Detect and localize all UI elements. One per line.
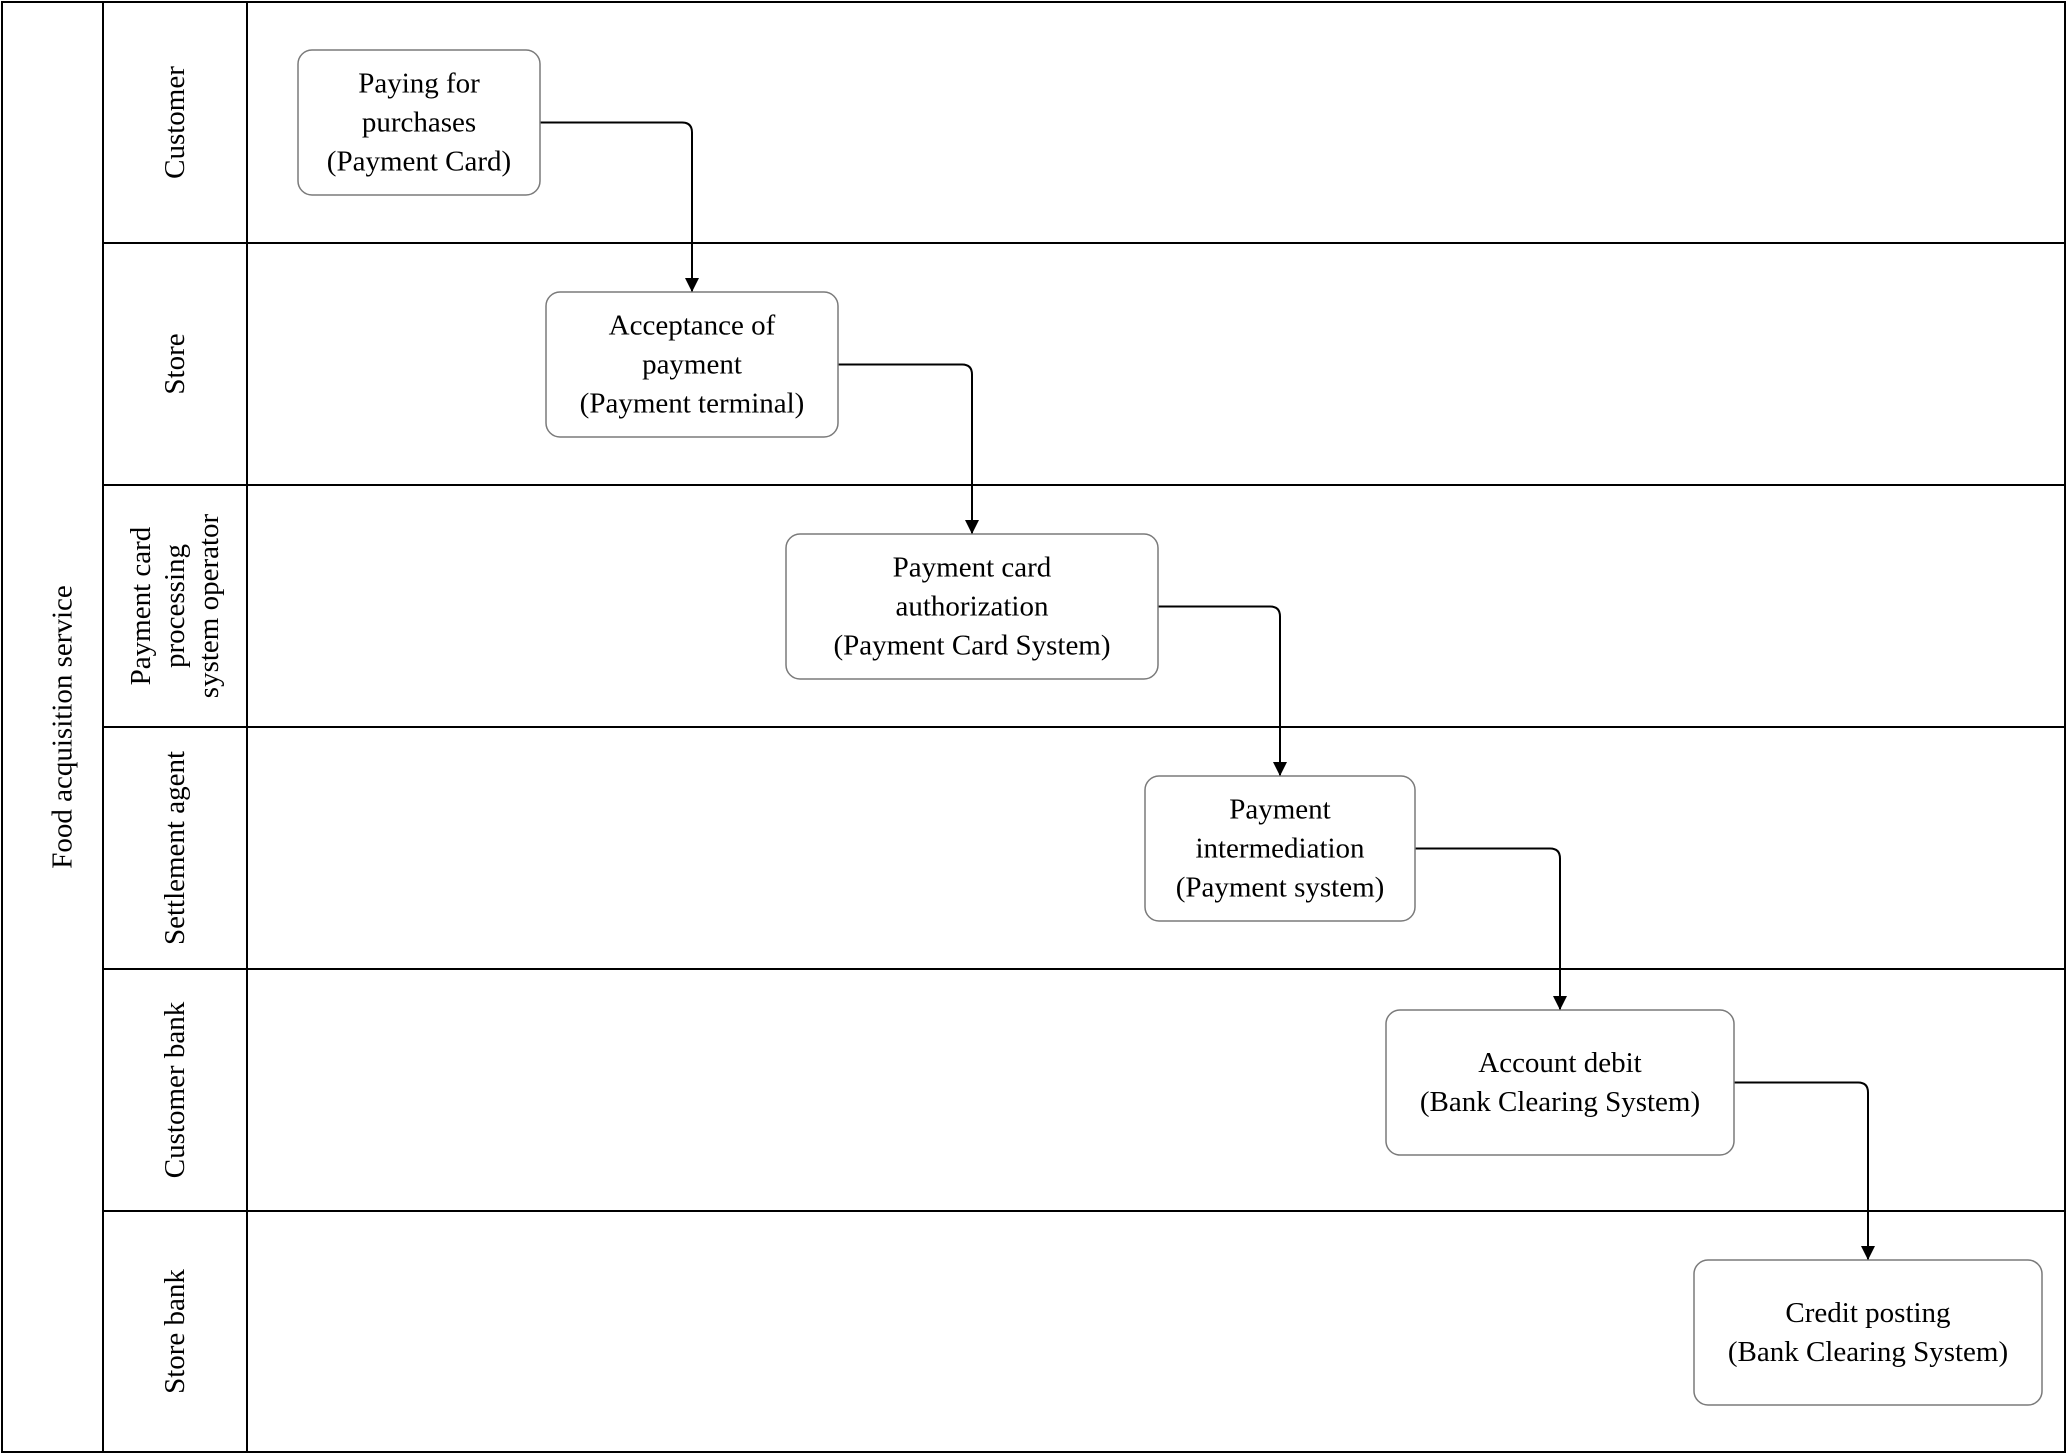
- lane-title-line: Settlement agent: [159, 751, 191, 945]
- activity-label-line: (Payment Card System): [833, 630, 1110, 662]
- activity-label: Payment intermediation (Payment system): [1176, 794, 1385, 904]
- flow-connector: [1158, 605, 1287, 776]
- activity-label-line: Account debit: [1478, 1047, 1641, 1079]
- activity-label: Account debit (Bank Clearing System): [1420, 1047, 1700, 1118]
- lane-title: Store: [159, 333, 191, 394]
- activity-box[interactable]: [1693, 1259, 2043, 1406]
- lane-label-group: Customer bank: [159, 1001, 191, 1178]
- lane-title: Customer: [159, 66, 191, 179]
- activity-box[interactable]: [297, 49, 541, 196]
- flow-connector: [1734, 1081, 1875, 1260]
- activity-label-line: Acceptance of: [609, 310, 776, 342]
- lane-label-group: Payment cardprocessingsystem operator: [125, 513, 225, 698]
- activity-label-line: Credit posting: [1785, 1297, 1950, 1329]
- activity-label-line: purchases: [362, 107, 476, 139]
- activity-label-line: Payment card: [893, 552, 1052, 584]
- activity-box[interactable]: [545, 291, 839, 438]
- lane-label-group: Settlement agent: [159, 751, 191, 945]
- activity-label: Payment card authorization (Payment Card S…: [833, 552, 1110, 662]
- lane-title-line: Store: [159, 333, 191, 394]
- lane-title: Customer bank: [159, 1001, 191, 1178]
- activity-label-line: Payment: [1229, 794, 1331, 826]
- activity-box[interactable]: [1144, 775, 1416, 922]
- activity-label-line: (Bank Clearing System): [1420, 1086, 1700, 1118]
- lane-title-line: Payment card: [125, 526, 157, 685]
- lane-label-group: Store bank: [159, 1269, 191, 1394]
- lane-label-group: Store: [159, 333, 191, 394]
- activity-label-line: (Payment system): [1176, 872, 1385, 904]
- lane-title-line: Customer: [159, 66, 191, 179]
- lane-title-line: Store bank: [159, 1269, 191, 1394]
- flow-connector: [540, 121, 699, 292]
- lane-title-line: system operator: [193, 513, 225, 698]
- activity-label-line: Paying for: [358, 68, 480, 100]
- activity-label: Acceptance of payment (Payment terminal): [580, 310, 805, 420]
- activity-label-line: (Payment terminal): [580, 388, 805, 420]
- activity-label: Credit posting (Bank Clearing System): [1728, 1297, 2008, 1368]
- activity-label-line: (Bank Clearing System): [1728, 1336, 2008, 1368]
- activity-label: Paying for purchases (Payment Card): [327, 68, 511, 178]
- pool-title: Food acquisition service: [47, 585, 79, 869]
- flow-connector: [1415, 847, 1567, 1010]
- activity-box[interactable]: [1385, 1009, 1735, 1156]
- lane-title: Payment cardprocessingsystem operator: [125, 513, 225, 698]
- lane-label-group: Customer: [159, 66, 191, 179]
- activity-label-line: intermediation: [1195, 833, 1365, 865]
- activity-label-line: payment: [642, 349, 742, 381]
- lane-title-line: Customer bank: [159, 1001, 191, 1178]
- lane-title-line: processing: [159, 544, 191, 668]
- activity-label-line: authorization: [895, 591, 1049, 623]
- activity-label-line: (Payment Card): [327, 146, 511, 178]
- lane-title: Settlement agent: [159, 751, 191, 945]
- flow-connector: [838, 363, 979, 534]
- activity-box[interactable]: [785, 533, 1159, 680]
- lane-title: Store bank: [159, 1269, 191, 1394]
